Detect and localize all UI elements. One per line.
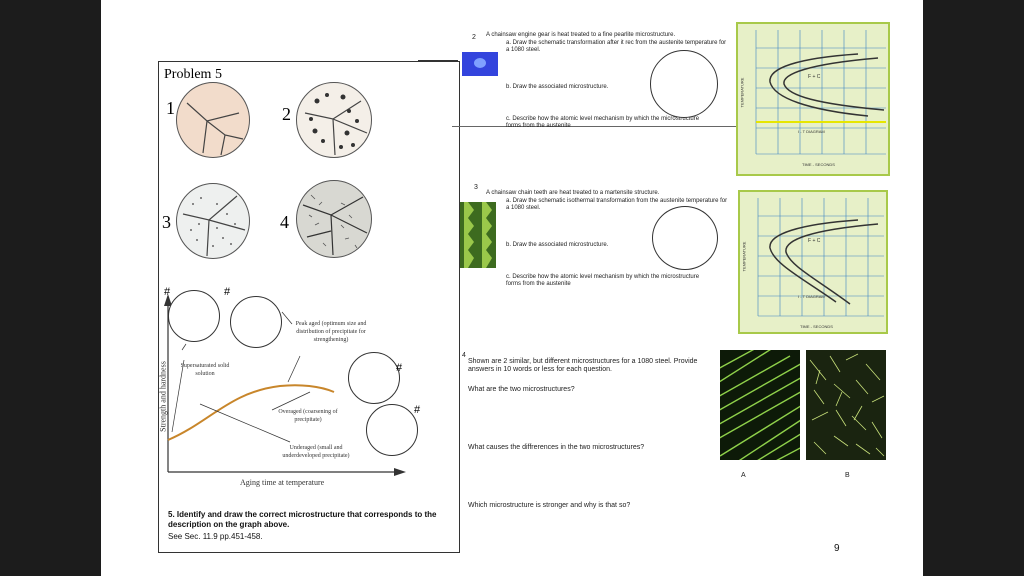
q3-answer-circle[interactable] — [652, 206, 718, 270]
microstructure-1 — [176, 82, 250, 158]
micro-number-2: 2 — [282, 104, 291, 124]
ylabel: Strength and hardness — [158, 361, 168, 432]
page-number: 9 — [834, 543, 840, 554]
problem5-instruction: 5. Identify and draw the correct microst… — [168, 510, 437, 529]
ttt1-temperature-label: TEMPERATURE — [739, 77, 745, 108]
ttt1-time-label: TIME - SECONDS — [802, 162, 835, 167]
problem5-panel — [158, 61, 460, 553]
ttt2-time-label: TIME - SECONDS — [800, 324, 833, 329]
ttt1-phase-label: F + C — [808, 74, 821, 80]
micrograph-label-b: B — [845, 472, 850, 479]
q2-answer-circle[interactable] — [650, 50, 718, 118]
q3-line3: b. Draw the associated microstructure. — [506, 242, 609, 248]
xlabel: Aging time at temperature — [240, 478, 325, 487]
q2-line4: c. Describe how the atomic level mechani… — [506, 116, 700, 129]
hash-mark-4: # — [414, 404, 421, 416]
microstructure-4 — [296, 180, 372, 258]
answer-circle-4[interactable] — [366, 404, 418, 456]
q2-line1: A chainsaw engine gear is heat treated t… — [486, 32, 676, 38]
connector-line-top — [418, 60, 458, 61]
problem5-title: Problem 5 — [164, 67, 222, 82]
micrograph-b — [806, 350, 886, 460]
micro-number-3: 3 — [162, 212, 171, 232]
annotation-supersaturated: Supersaturated solid solution — [180, 363, 230, 377]
micrograph-label-a: A — [741, 472, 746, 479]
hash-mark-2: # — [224, 286, 231, 298]
ttt-diagram-2 — [738, 190, 888, 334]
q3-number: 3 — [474, 184, 478, 191]
answer-circle-1[interactable] — [168, 290, 220, 342]
q4-intro: Shown are 2 similar, but different micro… — [468, 358, 698, 373]
aging-graph — [164, 294, 406, 476]
microstructure-2 — [296, 82, 372, 158]
micro-number-4: 4 — [280, 212, 289, 232]
annotation-underaged: Underaged (small and underdeveloped prec… — [282, 445, 350, 459]
chain-thumbnail — [460, 202, 496, 268]
q2-number: 2 — [472, 34, 476, 41]
micro-number-1: 1 — [166, 98, 175, 118]
q3-line4: c. Describe how the atomic level mechani… — [506, 274, 700, 287]
q4-question-a: What are the two microstructures? — [468, 386, 575, 393]
annotation-overaged: Overaged (coarsening of precipitate) — [278, 409, 338, 423]
answer-circle-2[interactable] — [230, 296, 282, 348]
annotation-peak-aged: Peak aged (optimum size and distribution… — [295, 321, 367, 343]
q4-question-b: What causes the diffrerences in the two … — [468, 444, 645, 451]
q4-question-c: Which microstructure is stronger and why… — [468, 502, 631, 509]
answer-circle-3[interactable] — [348, 352, 400, 404]
ttt2-temperature-label: TEMPERATURE — [741, 241, 747, 272]
gear-thumbnail — [462, 52, 498, 76]
ttt2-diagram-label: I - T DIAGRAM — [798, 294, 825, 299]
q4-number: 4 — [462, 352, 466, 359]
micrograph-a — [720, 350, 800, 460]
hash-mark-3: # — [396, 362, 403, 374]
q3-line2: a. Draw the schematic isothermal transfo… — [506, 198, 728, 211]
q2-line2: a. Draw the schematic transformation aft… — [506, 40, 727, 53]
microstructure-3 — [176, 183, 250, 259]
ttt-diagram-1 — [736, 22, 890, 176]
problem5-reference: See Sec. 11.9 pp.451-458. — [168, 532, 263, 541]
q2-line3: b. Draw the associated microstructure. — [506, 84, 609, 90]
q3-line1: A chainsaw chain teeth are heat treated … — [486, 190, 660, 196]
hash-mark-1: # — [164, 286, 171, 298]
connector-line-mid — [452, 126, 737, 127]
ttt2-phase-label: F + C — [808, 238, 821, 244]
ttt1-diagram-label: I - T DIAGRAM — [798, 129, 825, 134]
